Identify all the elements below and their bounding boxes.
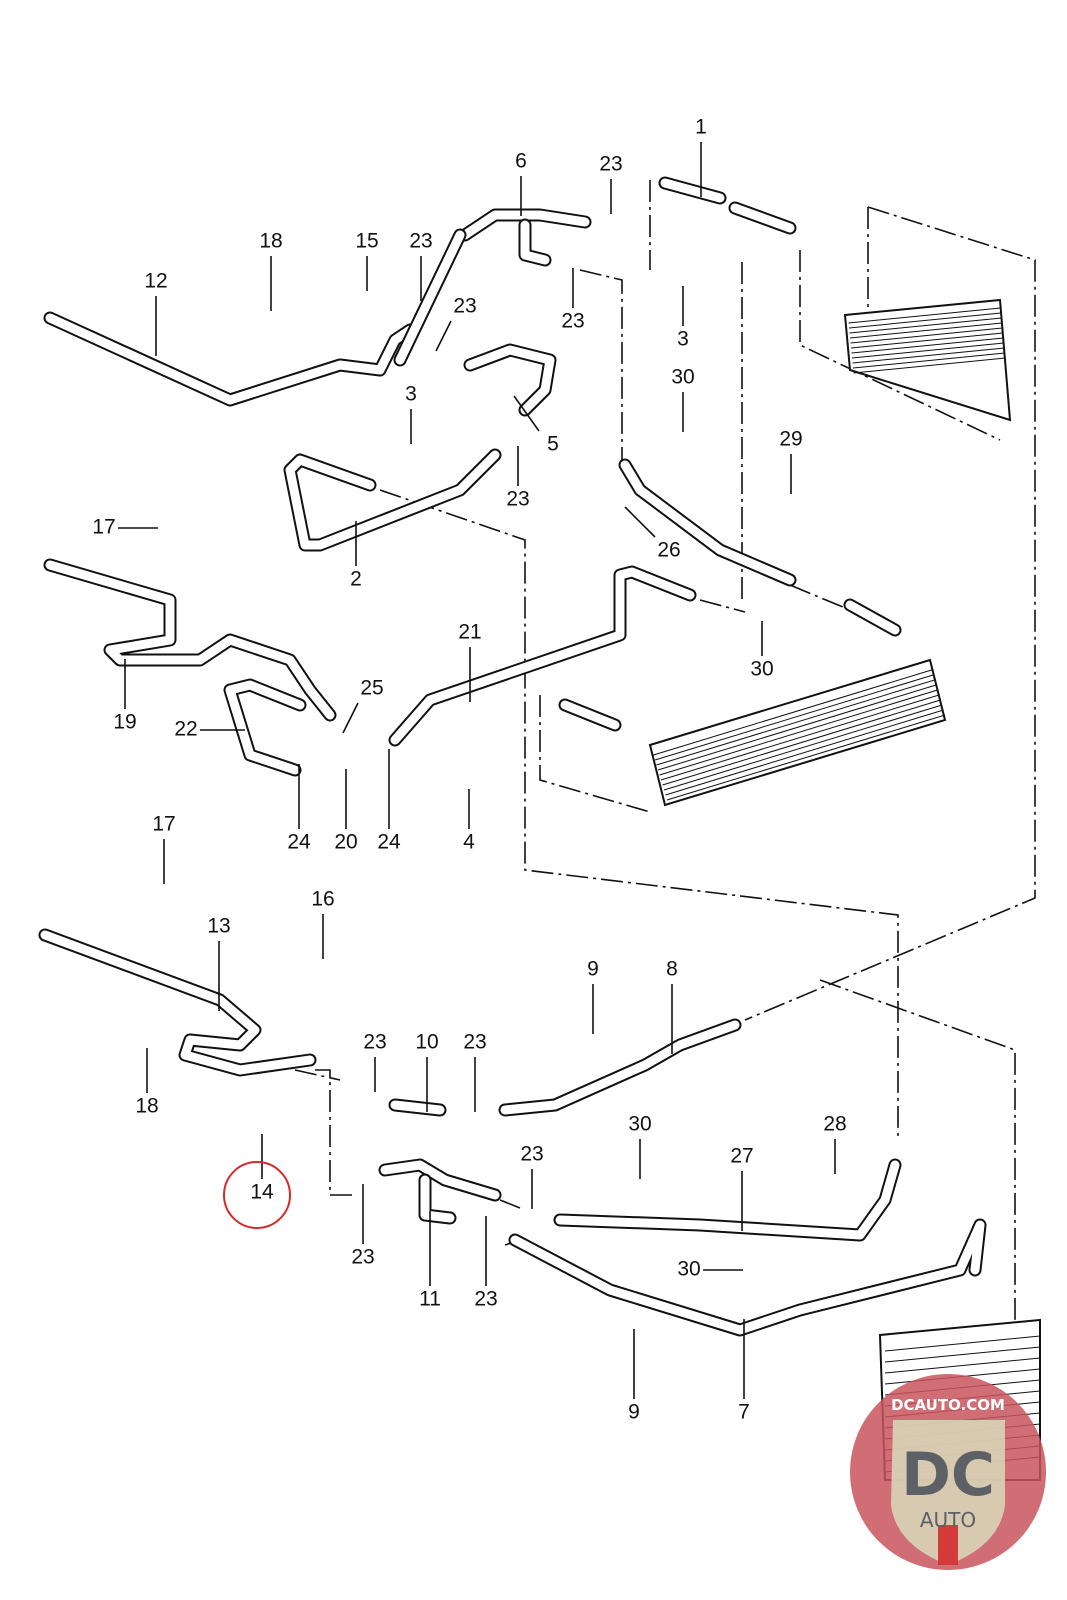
part-label-4: 4 [463, 831, 475, 854]
radiator-fin [653, 669, 932, 756]
radiator-fin [659, 689, 938, 776]
radiator-fin [851, 337, 1004, 354]
part-label-23: 23 [463, 1031, 486, 1054]
radiator-fin [665, 709, 944, 796]
radiator-fin [663, 704, 943, 791]
part-label-11: 11 [419, 1288, 441, 1311]
logo-sub-text: AUTO [920, 1508, 976, 1532]
part-label-12: 12 [144, 270, 167, 293]
radiator-fin [884, 1346, 1041, 1363]
part-label-29: 29 [779, 428, 802, 451]
part-label-30: 30 [750, 658, 773, 681]
part-label-26: 26 [657, 539, 680, 562]
part-label-23: 23 [474, 1288, 497, 1311]
part-label-19: 19 [113, 711, 136, 734]
radiator-fin [852, 352, 1006, 369]
radiator-fin [852, 347, 1005, 364]
radiator-fin [656, 679, 935, 766]
part-label-5: 5 [547, 433, 559, 456]
radiator-fin [884, 1357, 1041, 1374]
part-label-20: 20 [334, 831, 357, 854]
highlight-circle [223, 1161, 291, 1229]
part-label-23: 23 [520, 1143, 543, 1166]
part-label-23: 23 [351, 1246, 374, 1269]
leader-line [435, 320, 452, 352]
part-label-7: 7 [738, 1401, 750, 1424]
part-label-1: 1 [695, 116, 707, 139]
part-label-3: 3 [405, 383, 417, 406]
part-label-10: 10 [415, 1031, 438, 1054]
part-label-3: 3 [677, 328, 689, 351]
part-label-23: 23 [409, 230, 432, 253]
radiator-fin [884, 1335, 1041, 1352]
radiator-fin [850, 332, 1004, 349]
radiator-fin [850, 327, 1003, 344]
radiator-fin [853, 357, 1006, 374]
leader-line [513, 395, 540, 432]
radiator-fin [662, 699, 941, 786]
logo-stripe [938, 1525, 958, 1565]
part-label-30: 30 [671, 366, 694, 389]
radiator-fin [848, 307, 1001, 324]
part-label-27: 27 [730, 1145, 753, 1168]
leader-lines [118, 142, 836, 1399]
part-label-24: 24 [287, 831, 311, 854]
radiator-upper [843, 298, 1012, 422]
part-label-18: 18 [259, 230, 282, 253]
part-label-18: 18 [135, 1095, 158, 1118]
part-label-30: 30 [677, 1258, 700, 1281]
radiator-fin [660, 694, 940, 781]
leader-line [342, 702, 359, 734]
radiator-fin [657, 684, 937, 771]
part-label-23: 23 [599, 153, 622, 176]
part-label-9: 9 [628, 1401, 640, 1424]
part-label-30: 30 [628, 1113, 651, 1136]
part-label-23: 23 [506, 488, 529, 511]
part-label-2: 2 [350, 568, 362, 591]
part-label-14: 14 [250, 1181, 274, 1204]
radiator-middle [648, 658, 947, 807]
part-label-13: 13 [207, 915, 230, 938]
logo-shield [891, 1420, 1005, 1565]
part-label-17: 17 [92, 516, 115, 539]
logo-mark-text: DC [901, 1440, 995, 1510]
part-label-8: 8 [666, 958, 678, 981]
part-label-15: 15 [355, 230, 378, 253]
part-label-16: 16 [311, 888, 334, 911]
part-label-17: 17 [152, 813, 175, 836]
radiator-fin [654, 674, 934, 761]
part-label-9: 9 [587, 958, 599, 981]
part-label-28: 28 [823, 1113, 846, 1136]
radiator-fin [851, 342, 1005, 359]
part-label-24: 24 [377, 831, 401, 854]
radiator-fin [849, 322, 1003, 339]
part-label-23: 23 [561, 310, 584, 333]
leader-line [624, 506, 656, 538]
dcauto-logo: DCAUTO.COM DC AUTO [850, 1374, 1046, 1570]
part-label-6: 6 [515, 150, 527, 173]
part-label-25: 25 [360, 677, 383, 700]
logo-site-text: DCAUTO.COM [891, 1396, 1005, 1414]
hoses [38, 176, 987, 1337]
part-label-22: 22 [174, 718, 197, 741]
part-label-21: 21 [458, 621, 481, 644]
part-label-23: 23 [363, 1031, 386, 1054]
part-label-23: 23 [453, 295, 476, 318]
radiator-fin [848, 312, 1002, 329]
radiator-fin [666, 714, 946, 801]
radiator-fin [849, 317, 1002, 334]
